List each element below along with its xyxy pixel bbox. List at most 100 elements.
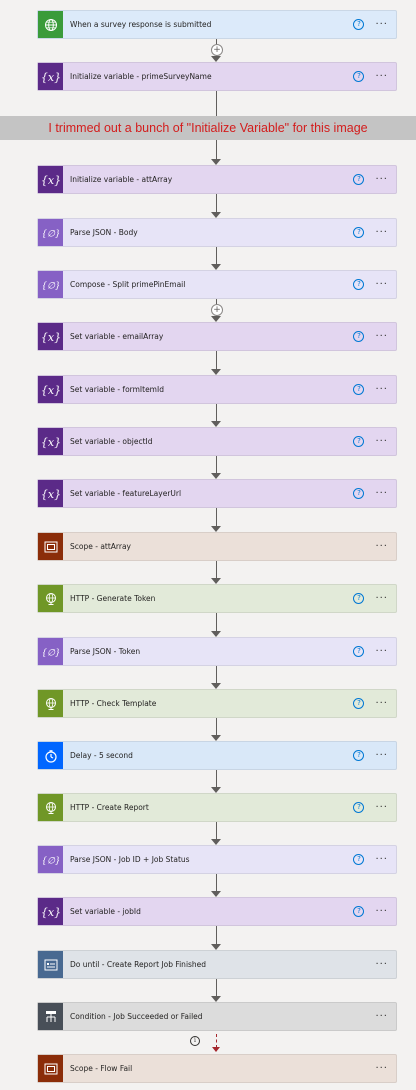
flow-step-var[interactable]: {x} Set variable - jobId? ···: [37, 897, 397, 926]
more-options-button[interactable]: ···: [375, 1011, 388, 1022]
more-options-button[interactable]: ···: [375, 593, 388, 604]
connector-arrowhead: [211, 212, 221, 218]
connector-arrowhead: [211, 421, 221, 427]
more-options-button[interactable]: ···: [375, 384, 388, 395]
help-icon[interactable]: ?: [353, 384, 365, 395]
flow-step-cond[interactable]: Condition - Job Succeeded or Failed···: [37, 1002, 397, 1031]
help-icon[interactable]: ?: [353, 698, 365, 709]
more-options-button[interactable]: ···: [375, 698, 388, 709]
flow-step-scope[interactable]: Scope - attArray···: [37, 532, 397, 561]
flow-step-var[interactable]: {x} Set variable - formItemId? ···: [37, 375, 397, 404]
connector-line: [216, 613, 217, 632]
scope-icon: [38, 1055, 63, 1082]
help-icon[interactable]: ?: [353, 750, 365, 761]
flow-step-delay[interactable]: Delay - 5 second?···: [37, 741, 397, 770]
variable-icon: {x}: [38, 898, 63, 925]
more-options-button[interactable]: ···: [375, 436, 388, 447]
step-title: Parse JSON - Job ID + Job Status: [70, 855, 190, 864]
help-icon[interactable]: ?: [353, 906, 365, 917]
step-title: HTTP - Create Report: [70, 803, 149, 812]
more-options-button[interactable]: ···: [375, 227, 388, 238]
step-title: Set variable - featureLayerUrl: [70, 489, 182, 498]
help-icon[interactable]: ?: [353, 227, 365, 238]
flow-step-dop[interactable]: {∅}Parse JSON - Token?···: [37, 637, 397, 666]
flow-step-http[interactable]: HTTP - Check Template?···: [37, 689, 397, 718]
insert-step-button[interactable]: +: [211, 44, 223, 56]
svg-text:{x}: {x}: [42, 71, 60, 84]
step-title: Set variable - emailArray: [70, 332, 164, 341]
help-icon[interactable]: ?: [353, 854, 365, 865]
connector-line: [216, 91, 217, 116]
help-icon[interactable]: ?: [353, 593, 365, 604]
flow-step-dop[interactable]: {∅}Parse JSON - Body?···: [37, 218, 397, 247]
help-icon[interactable]: ?: [353, 646, 365, 657]
connector-arrowhead: [211, 473, 221, 479]
flow-step-var[interactable]: {x}Initialize variable - attArray?···: [37, 165, 397, 194]
stopwatch-icon: [38, 742, 63, 769]
connector-arrowhead: [211, 631, 221, 637]
more-options-button[interactable]: ···: [375, 1063, 388, 1074]
help-icon[interactable]: ?: [353, 71, 365, 82]
more-options-button[interactable]: ···: [375, 750, 388, 761]
help-icon[interactable]: ?: [353, 802, 365, 813]
flow-step-trigger[interactable]: When a survey response is submitted?···: [37, 10, 397, 39]
connector-arrowhead: [211, 56, 221, 62]
more-options-button[interactable]: ···: [375, 906, 388, 917]
connector-arrowhead: [211, 839, 221, 845]
flow-step-http[interactable]: HTTP - Generate Token? ···: [37, 584, 397, 613]
svg-text:{x}: {x}: [42, 384, 60, 397]
svg-text:{∅}: {∅}: [43, 648, 59, 658]
variable-icon: {x}: [38, 323, 63, 350]
step-title: Set variable - jobId: [70, 907, 141, 916]
flow-step-dop[interactable]: {∅} Parse JSON - Job ID + Job Status? ···: [37, 845, 397, 874]
more-options-button[interactable]: ···: [375, 959, 388, 970]
data-operation-icon: {∅}: [38, 219, 63, 246]
more-options-button[interactable]: ···: [375, 488, 388, 499]
variable-icon: {x}: [38, 376, 63, 403]
more-options-button[interactable]: ···: [375, 541, 388, 552]
flow-step-var[interactable]: {x} Set variable - emailArray? ···: [37, 322, 397, 351]
help-icon[interactable]: ?: [353, 331, 365, 342]
flow-step-http[interactable]: HTTP - Create Report? ···: [37, 793, 397, 822]
more-options-button[interactable]: ···: [375, 174, 388, 185]
svg-text:{x}: {x}: [42, 331, 60, 344]
connector-arrowhead: [211, 996, 221, 1002]
more-options-button[interactable]: ···: [375, 279, 388, 290]
more-options-button[interactable]: ···: [375, 854, 388, 865]
more-options-button[interactable]: ···: [375, 331, 388, 342]
more-options-button[interactable]: ···: [375, 19, 388, 30]
help-icon[interactable]: ?: [353, 279, 365, 290]
connector-line: [216, 666, 217, 684]
step-title: HTTP - Generate Token: [70, 594, 156, 603]
flow-step-var[interactable]: {x}Set variable - featureLayerUrl?···: [37, 479, 397, 508]
flow-step-until[interactable]: Do until - Create Report Job Finished···: [37, 950, 397, 979]
help-icon[interactable]: ?: [353, 488, 365, 499]
flow-step-scope[interactable]: Scope - Flow Fail ···: [37, 1054, 397, 1083]
connector-line: [216, 561, 217, 579]
info-icon[interactable]: i: [190, 1036, 200, 1046]
connector-line: [216, 770, 217, 788]
connector-arrowhead: [211, 944, 221, 950]
flow-step-var[interactable]: {x}Set variable - objectId?···: [37, 427, 397, 456]
connector-line: [216, 874, 217, 892]
connector-line: [216, 979, 217, 997]
http-globe-icon: [38, 585, 63, 612]
help-icon[interactable]: ?: [353, 19, 365, 30]
step-title: Compose - Split primePinEmail: [70, 280, 186, 289]
connector-arrowhead: [211, 369, 221, 375]
connector-line: [216, 822, 217, 840]
step-title: Set variable - formItemId: [70, 385, 164, 394]
flow-step-dop[interactable]: {∅}Compose - Split primePinEmail?···: [37, 270, 397, 299]
step-title: Scope - Flow Fail: [70, 1064, 133, 1073]
svg-text:{∅}: {∅}: [43, 856, 59, 866]
help-icon[interactable]: ?: [353, 436, 365, 447]
svg-text:{x}: {x}: [42, 906, 60, 919]
more-options-button[interactable]: ···: [375, 646, 388, 657]
more-options-button[interactable]: ···: [375, 71, 388, 82]
more-options-button[interactable]: ···: [375, 802, 388, 813]
insert-step-button[interactable]: +: [211, 304, 223, 316]
help-icon[interactable]: ?: [353, 174, 365, 185]
flow-step-var[interactable]: {x}Initialize variable - primeSurveyName…: [37, 62, 397, 91]
http-globe-icon: [38, 794, 63, 821]
